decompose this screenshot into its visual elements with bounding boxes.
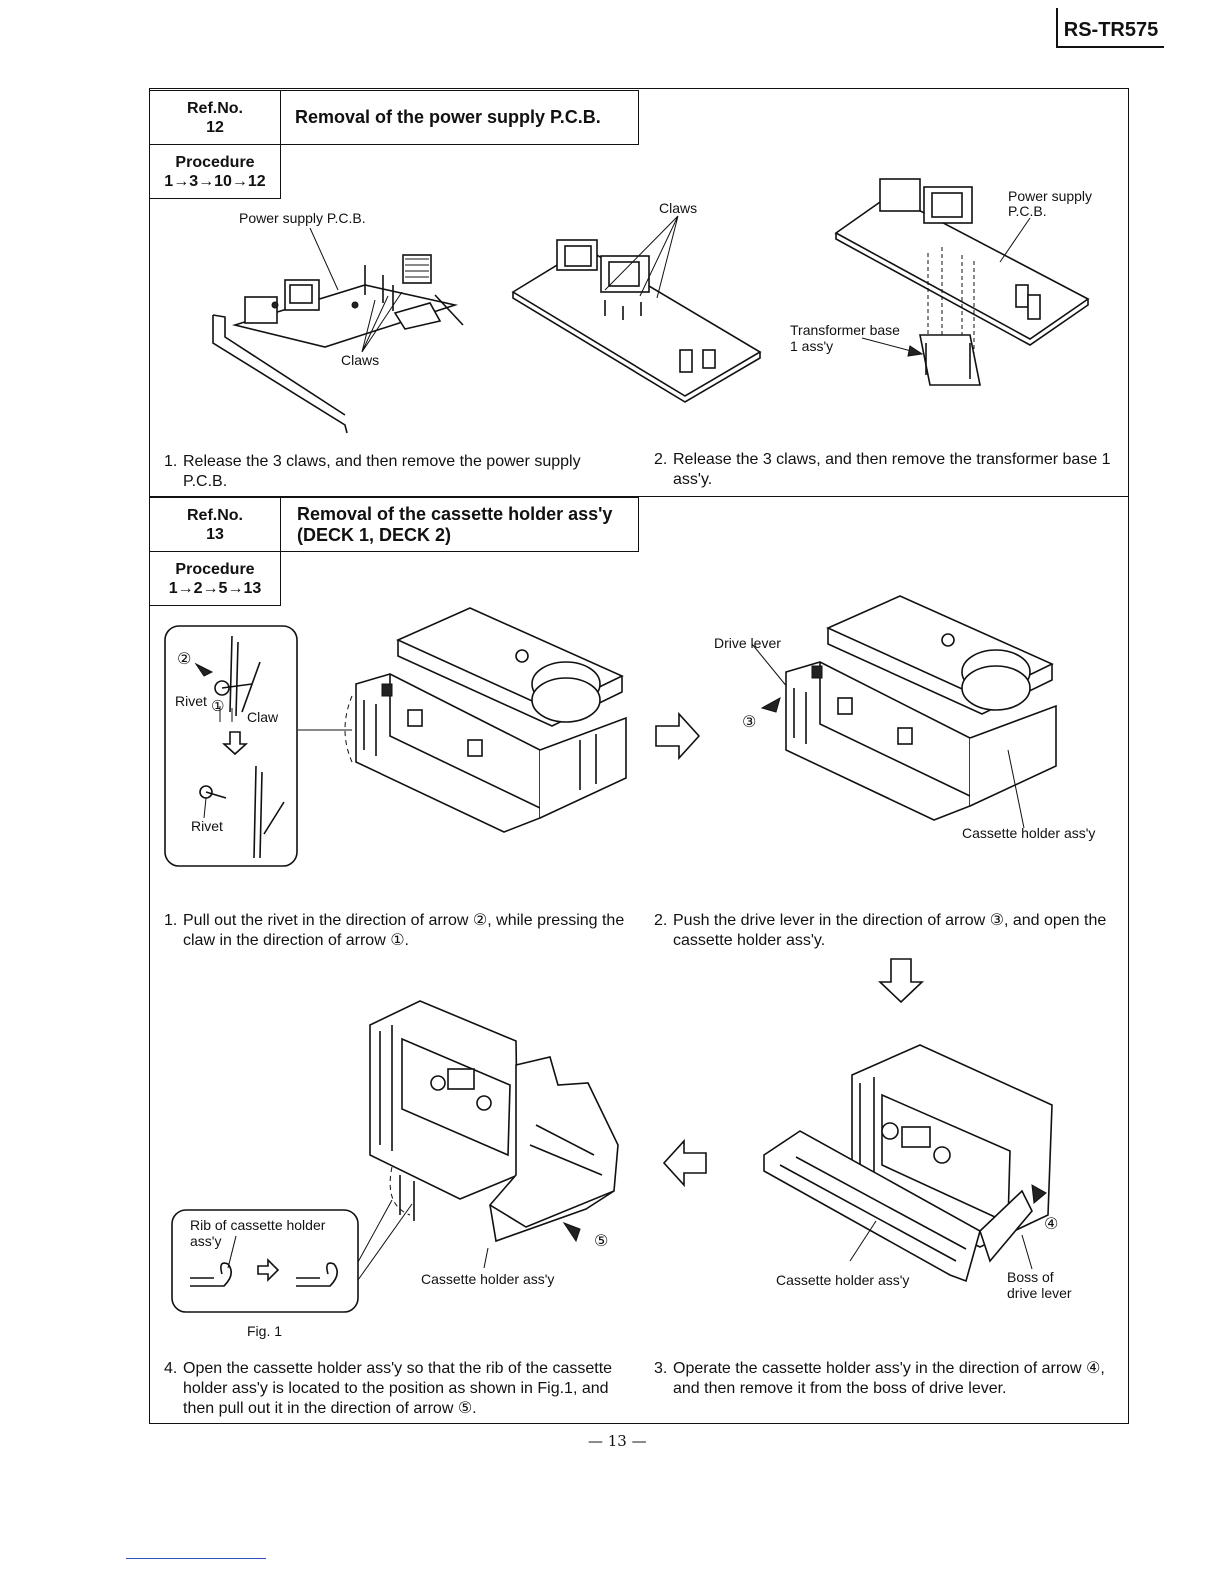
procedure-label: Procedure xyxy=(175,560,255,578)
step-text: Release the 3 claws, and then remove the… xyxy=(673,451,1111,488)
deck-closed-illustration xyxy=(298,607,627,833)
deck-drive-lever-illustration xyxy=(751,595,1057,829)
pcb-removed-illustration xyxy=(511,239,762,403)
procedure-box-13: Procedure 1→2→5→13 xyxy=(149,551,281,606)
section-divider xyxy=(149,496,1129,497)
pcb-in-cabinet-illustration xyxy=(212,254,464,434)
section-title-12: Removal of the power supply P.C.B. xyxy=(280,90,639,145)
label-cassette-holder-bottom-left: Cassette holder ass'y xyxy=(421,1271,555,1287)
label-power-supply-pcb-right-1: Power supply xyxy=(1008,188,1093,204)
step-13-4: 4. Open the cassette holder ass'y so tha… xyxy=(164,1359,634,1419)
step-13-1: 1. Pull out the rivet in the direction o… xyxy=(164,911,634,951)
deck-holder-rotate-illustration xyxy=(763,1044,1053,1283)
label-arrow-2: ② xyxy=(177,651,192,668)
label-fig-1: Fig. 1 xyxy=(247,1323,283,1339)
label-arrow-4: ④ xyxy=(1044,1216,1059,1233)
procedure-label: Procedure xyxy=(175,153,255,171)
label-power-supply-pcb-left: Power supply P.C.B. xyxy=(239,210,366,226)
section-title-13: Removal of the cassette holder ass'y (DE… xyxy=(280,497,639,552)
label-claws-mid: Claws xyxy=(659,200,698,216)
label-rivet-2: Rivet xyxy=(191,818,223,834)
down-arrow-icon xyxy=(878,958,924,1004)
step-number: 1. xyxy=(164,453,178,470)
step-text: Open the cassette holder ass'y so that t… xyxy=(183,1360,613,1417)
label-rib-1: Rib of cassette holder xyxy=(190,1217,326,1233)
label-arrow-1: ① xyxy=(211,698,225,715)
step-13-2: 2. Push the drive lever in the direction… xyxy=(654,911,1124,951)
label-transformer-base-1: Transformer base xyxy=(790,322,900,338)
ref-number: 12 xyxy=(206,118,224,136)
content-frame xyxy=(149,88,1129,1424)
procedure-sequence: 1→2→5→13 xyxy=(168,579,262,597)
step-number: 2. xyxy=(654,912,668,929)
footer-rule xyxy=(126,1558,266,1559)
step-number: 4. xyxy=(164,1360,178,1377)
procedure-box-12: Procedure 1→3→10→12 xyxy=(149,144,281,199)
step-12-2: 2. Release the 3 claws, and then remove … xyxy=(654,450,1124,490)
label-power-supply-pcb-right-2: P.C.B. xyxy=(1008,203,1047,219)
label-boss-1: Boss of xyxy=(1007,1269,1054,1285)
section-title-line-2: (DECK 1, DECK 2) xyxy=(297,524,452,545)
label-cassette-holder-right: Cassette holder ass'y xyxy=(962,825,1096,841)
step-number: 3. xyxy=(654,1360,668,1377)
step-number: 1. xyxy=(164,912,178,929)
deck-open-illustration xyxy=(369,1000,619,1243)
label-claw: Claw xyxy=(247,709,279,725)
ref-number: 13 xyxy=(206,525,224,543)
page-number: — 13 — xyxy=(588,1432,647,1450)
rib-detail-illustration xyxy=(171,1209,359,1313)
label-transformer-base-2: 1 ass'y xyxy=(790,338,834,354)
label-arrow-5: ⑤ xyxy=(594,1233,609,1250)
section-title-line-1: Removal of the cassette holder ass'y xyxy=(297,503,613,524)
step-12-1: 1. Release the 3 claws, and then remove … xyxy=(164,452,624,492)
procedure-sequence: 1→3→10→12 xyxy=(164,172,266,190)
step-text: Operate the cassette holder ass'y in the… xyxy=(673,1360,1105,1397)
ref-no-box-13: Ref.No. 13 xyxy=(149,497,281,552)
step-text: Release the 3 claws, and then remove the… xyxy=(183,453,581,490)
label-arrow-3: ③ xyxy=(742,714,757,731)
transformer-base-illustration xyxy=(834,178,1090,386)
label-rivet-1: Rivet xyxy=(175,693,207,709)
step-text: Push the drive lever in the direction of… xyxy=(673,912,1107,949)
label-claws-left: Claws xyxy=(341,352,380,368)
label-drive-lever: Drive lever xyxy=(714,635,781,651)
step-text: Pull out the rivet in the direction of a… xyxy=(183,912,625,949)
ref-no-box-12: Ref.No. 12 xyxy=(149,90,281,145)
model-number: RS-TR575 xyxy=(1056,8,1164,48)
step-number: 2. xyxy=(654,451,668,468)
rivet-detail-illustration xyxy=(164,625,298,867)
ref-label: Ref.No. xyxy=(187,99,243,117)
step-13-3: 3. Operate the cassette holder ass'y in … xyxy=(654,1359,1124,1399)
label-rib-2: ass'y xyxy=(190,1233,222,1249)
left-arrow-icon xyxy=(662,1138,707,1188)
ref-label: Ref.No. xyxy=(187,506,243,524)
right-arrow-icon xyxy=(655,711,701,761)
label-boss-2: drive lever xyxy=(1007,1285,1072,1301)
section-title-text: Removal of the power supply P.C.B. xyxy=(295,107,601,127)
label-cassette-holder-bottom-right: Cassette holder ass'y xyxy=(776,1272,910,1288)
